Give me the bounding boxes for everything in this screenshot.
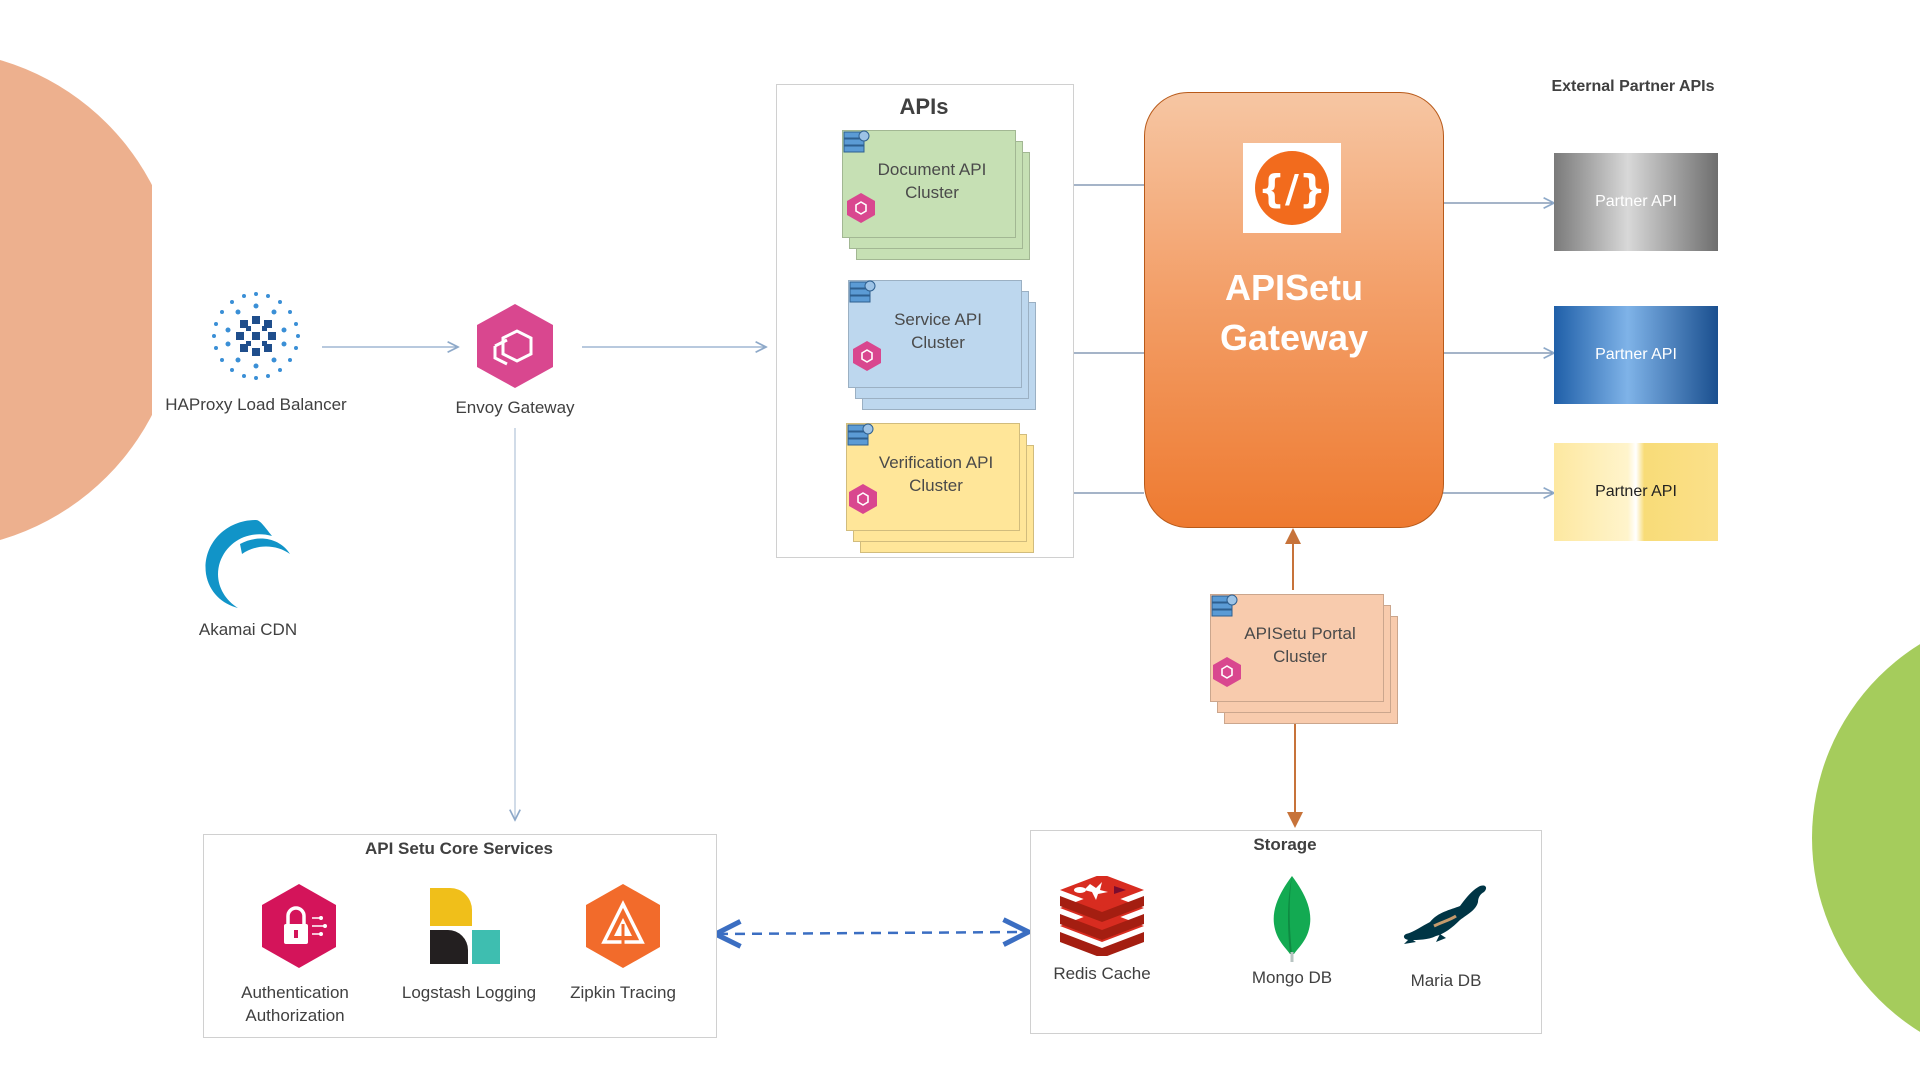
- partner-api-2: Partner API: [1554, 306, 1718, 404]
- verification-cluster-text: Verification API Cluster: [846, 451, 1026, 497]
- service-cluster-line2: Cluster: [911, 333, 965, 352]
- external-partner-title: External Partner APIs: [1551, 78, 1715, 95]
- mariadb-seal-icon: [1403, 885, 1487, 944]
- document-api-cluster: Document API Cluster: [842, 130, 1030, 260]
- akamai-logo-icon: [205, 520, 290, 608]
- server-cluster-icon: [843, 130, 870, 153]
- document-cluster-line2: Cluster: [905, 183, 959, 202]
- gateway-logo-frame: {/}: [1243, 143, 1341, 233]
- auth-label-line2: Authorization: [245, 1006, 345, 1025]
- mongodb-label: Mongo DB: [1251, 968, 1333, 987]
- portal-cluster-text: APISetu Portal Cluster: [1210, 622, 1390, 668]
- redis-label: Redis Cache: [1053, 964, 1151, 983]
- portal-cluster-line1: APISetu Portal: [1244, 624, 1356, 643]
- verification-api-cluster: Verification API Cluster: [846, 423, 1034, 553]
- storage-title: Storage: [1253, 835, 1317, 854]
- envoy-small-icon: [853, 341, 881, 371]
- svg-text:{/}: {/}: [1258, 167, 1326, 211]
- auth-label: Authentication Authorization: [220, 981, 370, 1027]
- server-cluster-icon: [849, 280, 876, 303]
- server-cluster-icon: [847, 423, 874, 446]
- code-braces-icon: {/}: [1255, 151, 1329, 225]
- logstash-logo-icon: [430, 888, 500, 964]
- service-api-cluster: Service API Cluster: [848, 280, 1036, 410]
- mongodb-leaf-icon: [1273, 876, 1311, 962]
- partner-api-3: Partner API: [1554, 443, 1718, 541]
- green-decor-circle: [1812, 644, 1920, 1032]
- auth-label-line1: Authentication: [241, 983, 349, 1002]
- salmon-decor-circle: [0, 0, 160, 560]
- logstash-label: Logstash Logging: [401, 983, 537, 1002]
- verification-cluster-line2: Cluster: [909, 476, 963, 495]
- zipkin-logo-icon: [586, 884, 660, 968]
- gateway-title: APISetu Gateway: [1145, 263, 1443, 363]
- zipkin-label: Zipkin Tracing: [570, 983, 676, 1002]
- server-cluster-icon: [1211, 594, 1238, 617]
- document-cluster-line1: Document API: [877, 160, 987, 179]
- auth-lock-icon: [262, 884, 336, 968]
- envoy-small-icon: [849, 484, 877, 514]
- envoy-small-icon: [847, 193, 875, 223]
- haproxy-logo-icon: [212, 292, 300, 380]
- service-cluster-text: Service API Cluster: [848, 308, 1028, 354]
- haproxy-label: HAProxy Load Balancer: [165, 395, 347, 414]
- envoy-label: Envoy Gateway: [455, 398, 575, 417]
- core-storage-dashed-line: [718, 932, 1026, 934]
- core-services-title: API Setu Core Services: [364, 839, 554, 858]
- gateway-title-line2: Gateway: [1219, 317, 1369, 358]
- apis-section-title: APIs: [899, 94, 949, 119]
- akamai-label: Akamai CDN: [198, 620, 298, 639]
- service-cluster-line1: Service API: [894, 310, 982, 329]
- portal-cluster-line2: Cluster: [1273, 647, 1327, 666]
- document-cluster-text: Document API Cluster: [842, 158, 1022, 204]
- redis-logo-icon: [1060, 876, 1144, 956]
- gateway-title-line1: APISetu: [1224, 267, 1364, 308]
- mariadb-label: Maria DB: [1410, 971, 1482, 990]
- apisetu-gateway: {/} APISetu Gateway: [1144, 92, 1444, 528]
- partner-api-1: Partner API: [1554, 153, 1718, 251]
- envoy-small-icon: [1213, 657, 1241, 687]
- envoy-logo-icon: [477, 304, 553, 388]
- apisetu-portal-cluster: APISetu Portal Cluster: [1210, 594, 1398, 724]
- verification-cluster-line1: Verification API: [878, 453, 994, 472]
